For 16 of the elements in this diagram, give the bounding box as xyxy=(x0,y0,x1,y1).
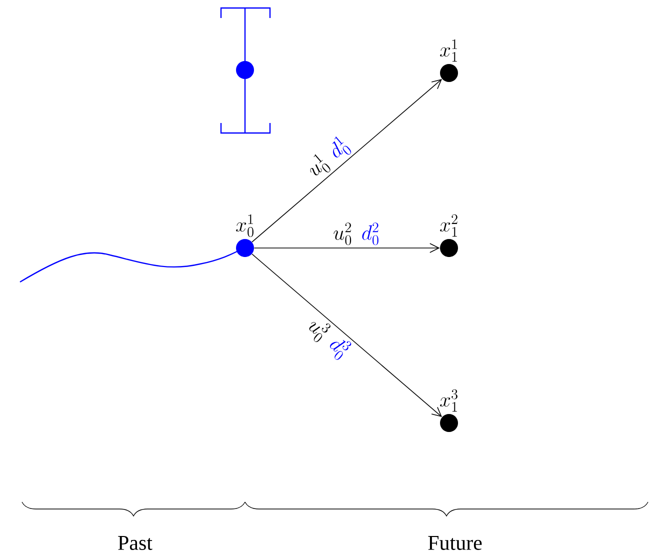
point: $x_1^3$ xyxy=(440,389,458,432)
axis-label: Past xyxy=(118,536,152,550)
point: $x_0^1$ xyxy=(236,214,254,257)
node-label: $x_1^3$ xyxy=(440,389,458,412)
arrow xyxy=(254,243,440,253)
node-label: $x_0^1$ xyxy=(236,214,254,237)
arrow xyxy=(252,79,442,242)
edge-label: $u_0^3\;\, {\color{blue} d_0^3}$ xyxy=(302,313,354,363)
edge-label: $u_0^2\;\, {\color{blue} d_0^2}$ xyxy=(332,222,380,246)
point: $x_1^2$ xyxy=(440,214,458,257)
node-label: $x_1^1$ xyxy=(440,39,457,62)
axis-label: Future xyxy=(428,536,482,550)
arrow xyxy=(252,254,442,418)
edge-label: $u_0^1\;\, {\color{blue} d_0^1}$ xyxy=(302,133,354,183)
node-label: $x_1^2$ xyxy=(440,214,458,237)
point: $x_1^1$ xyxy=(440,39,458,82)
